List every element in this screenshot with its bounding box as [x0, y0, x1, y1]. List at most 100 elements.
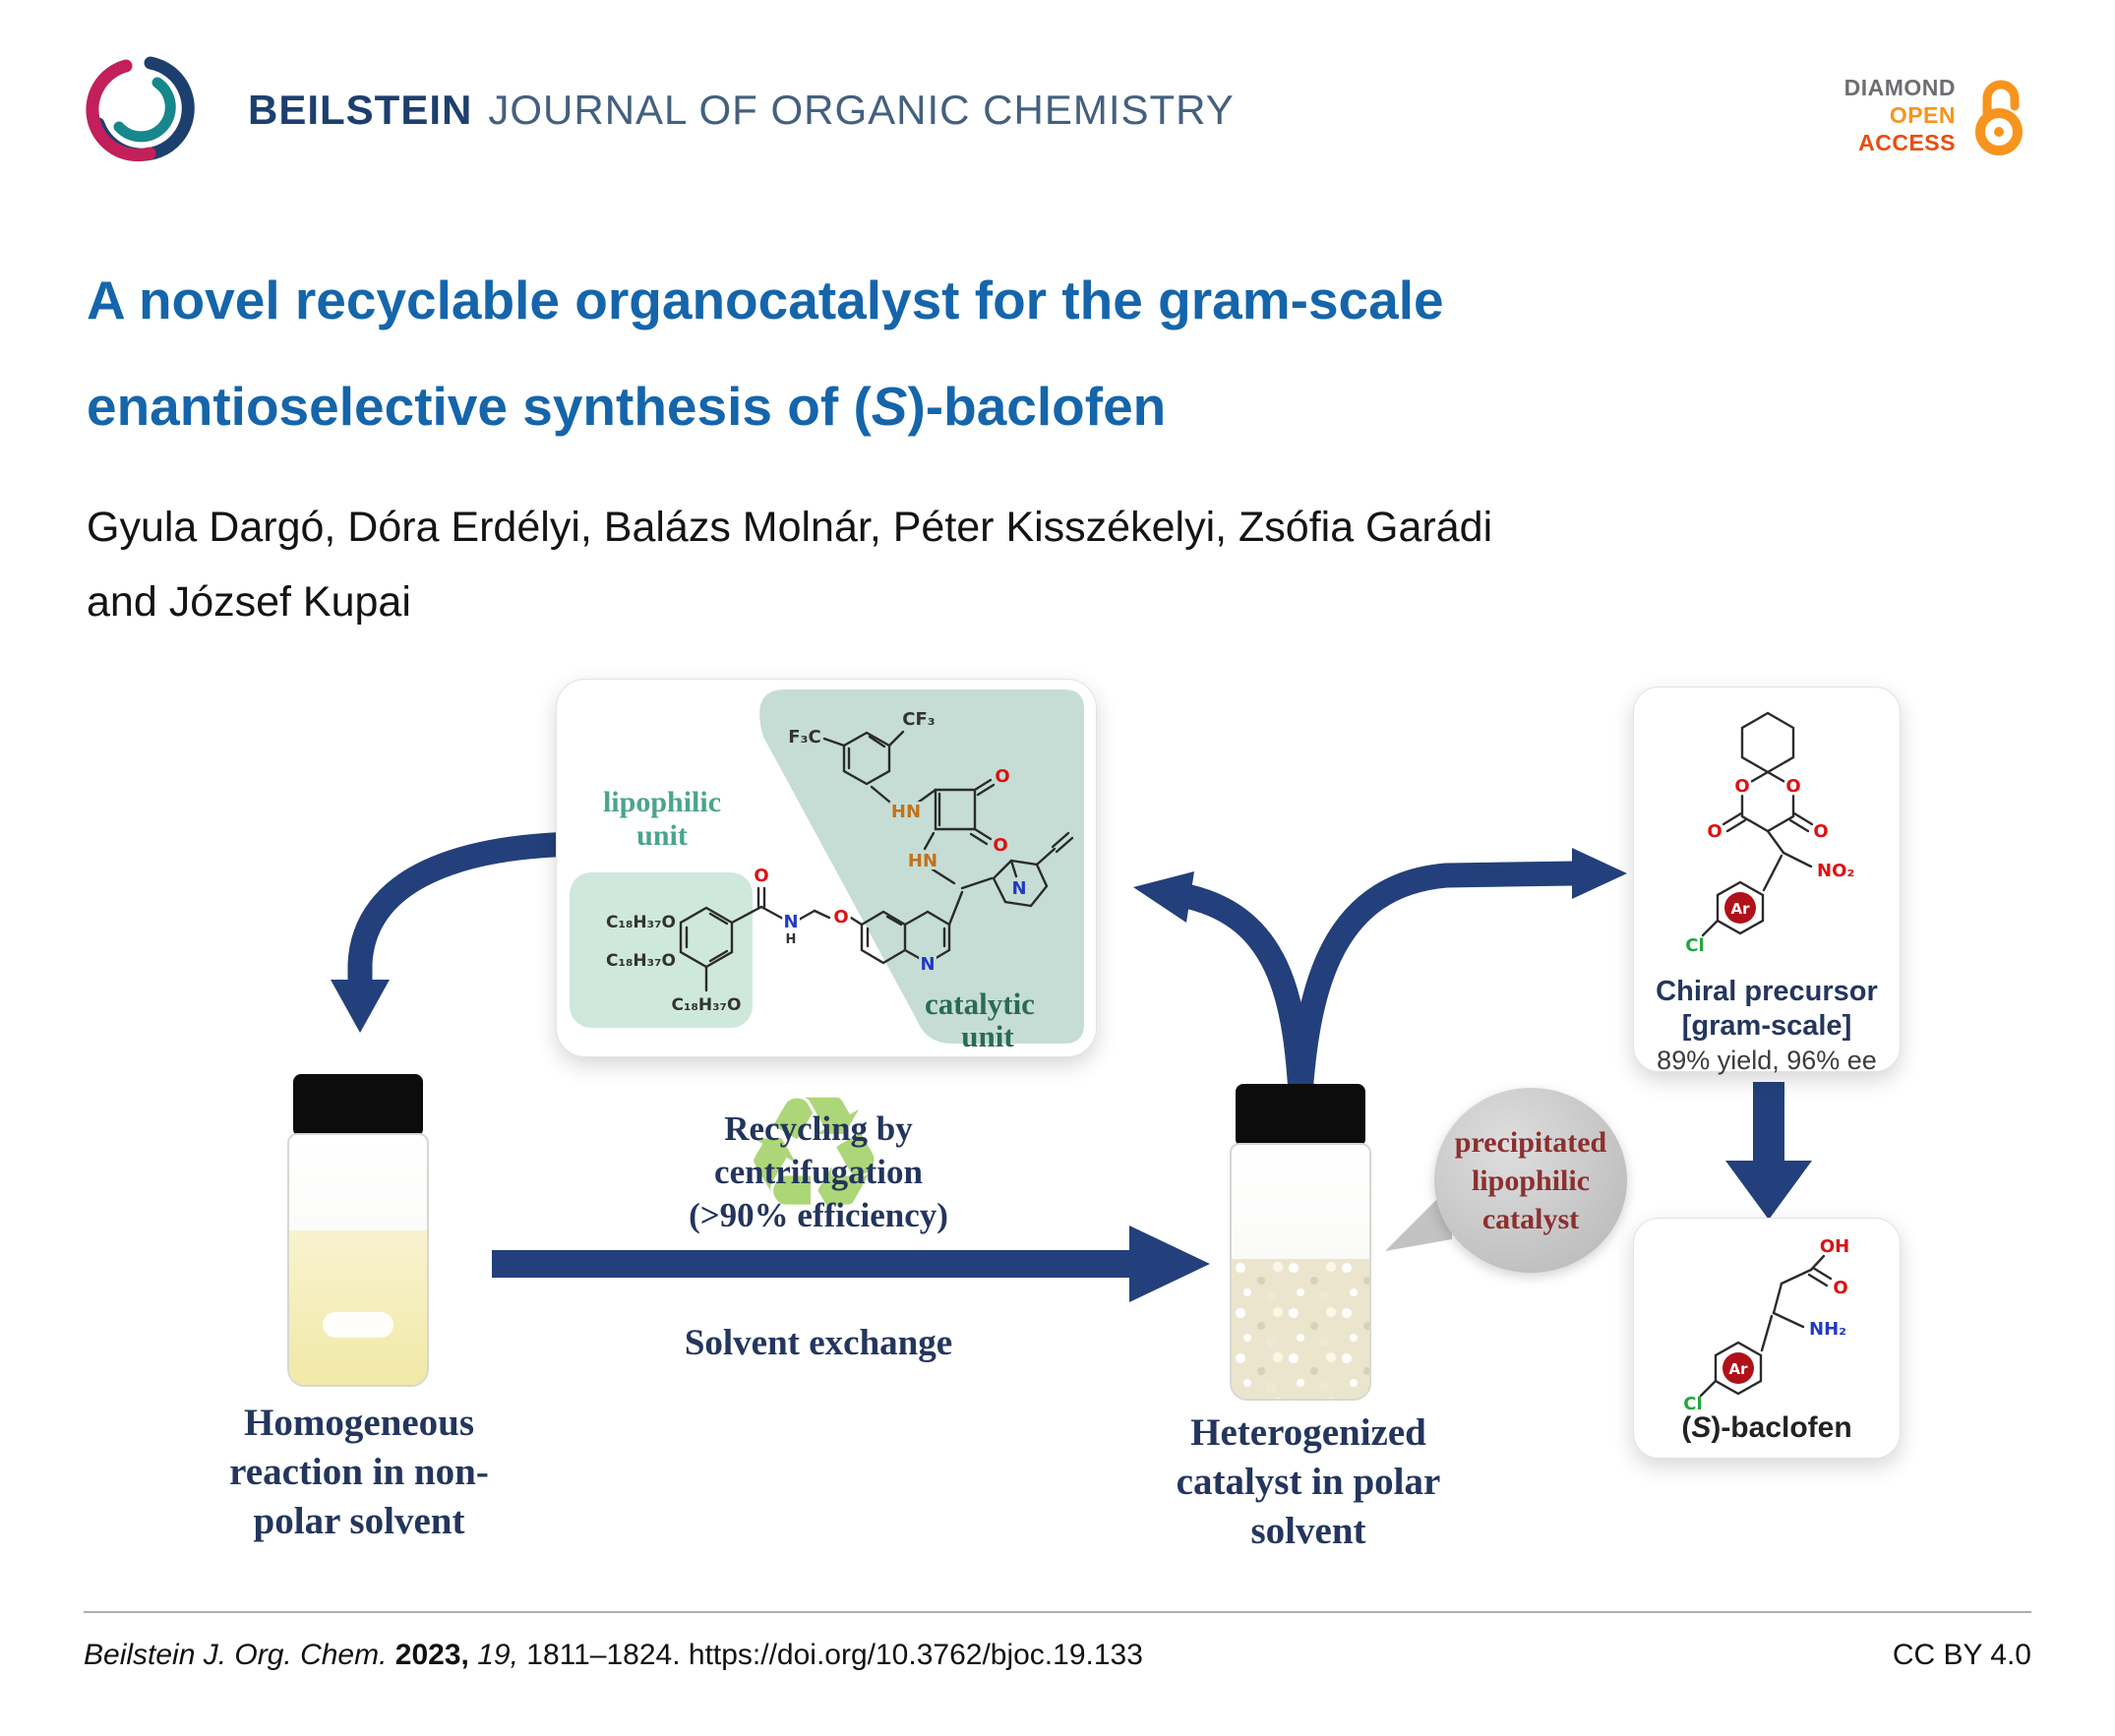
oa-open-label: OPEN	[1889, 102, 1956, 128]
squaramide-o-top-label: O	[995, 766, 1009, 787]
no2-label: NO₂	[1817, 861, 1854, 881]
padlock-keyhole	[1994, 127, 2004, 137]
arrow-to-baclofen	[1725, 1082, 1812, 1220]
atom-labels: CF₃ F₃C O N H O O O HN HN N N C₁₈H₃₇O C₁…	[606, 706, 1029, 1015]
logo-arc-crimson	[86, 59, 156, 162]
catalyst-structure-box: CF₃ F₃C O N H O O O HN HN N N C₁₈H₃₇O C₁…	[556, 679, 1097, 1057]
solvent-exchange-label: Solvent exchange	[684, 1323, 953, 1363]
branch-arrow-left	[1178, 884, 1313, 1107]
right-vial-precipitate	[1232, 1259, 1369, 1399]
precipitate-callout: precipitated lipophilic catalyst	[1385, 1088, 1627, 1273]
left-vial-caption: Homogeneous reaction in non- polar solve…	[138, 1399, 580, 1546]
baclofen-caption: (S)-baclofen	[1634, 1411, 1900, 1445]
acid-o-label: O	[1833, 1278, 1847, 1298]
footer: Beilstein J. Org. Chem. 2023, 19, 1811–1…	[84, 1639, 2031, 1672]
dioxane-o-left-label: O	[1734, 776, 1749, 797]
open-access-icon	[1975, 80, 2023, 155]
citation-volume: 19,	[477, 1639, 518, 1671]
chiral-ar-label: Ar	[1730, 900, 1750, 918]
citation-pages: 1811–1824.	[526, 1639, 681, 1671]
oa-diamond-label: DIAMOND	[1843, 75, 1956, 100]
right-vial-caption-line-2: catalyst in polar	[1176, 1461, 1441, 1503]
citation-year: 2023,	[394, 1639, 469, 1671]
logo-arc-teal	[113, 77, 176, 143]
dioxane-o-right-label: O	[1785, 776, 1800, 797]
chiral-caption-line-1: Chiral precursor	[1656, 976, 1878, 1007]
left-vial-liquid	[289, 1229, 427, 1385]
open-access-badge: DIAMOND OPEN ACCESS	[1844, 73, 2032, 157]
lipophilic-unit-label-1: lipophilic	[603, 786, 721, 818]
title-italic-s: S	[871, 376, 908, 437]
journal-name-bold: BEILSTEIN	[248, 87, 473, 133]
f3c-label: F₃C	[788, 727, 820, 748]
recycling-icon: ♻	[740, 1060, 888, 1253]
title-line-2-pre: enantioselective synthesis of (	[87, 376, 872, 437]
chiral-ar-ring-badge	[1724, 892, 1756, 924]
left-vial-body	[287, 1133, 429, 1387]
open-access-text: DIAMOND OPEN ACCESS	[1844, 74, 1956, 156]
recycling-line-3: (>90% efficiency)	[689, 1196, 948, 1234]
baclofen-box: OH O NH₂ Cl Ar (S)-baclofen	[1633, 1218, 1901, 1459]
branch-arrow-right	[1288, 861, 1587, 1107]
left-vial-highlight	[323, 1312, 393, 1338]
title-line-1: A novel recyclable organocatalyst for th…	[87, 269, 1444, 330]
right-vial-caption-line-3: solvent	[1250, 1510, 1366, 1552]
carbonyl-o-right-label: O	[1813, 821, 1828, 842]
amide-o-label: O	[754, 866, 768, 886]
authors-line-2: and József Kupai	[87, 578, 411, 626]
recycling-caption: Recycling by centrifugation (>90% effici…	[610, 1107, 1027, 1237]
callout-line-1: precipitated	[1454, 1125, 1607, 1159]
doi-link[interactable]: https://doi.org/10.3762/bjoc.19.133	[688, 1639, 1143, 1671]
cf3-label: CF₃	[902, 709, 935, 730]
branch-arrow-left-head	[1133, 871, 1194, 923]
padlock-shackle	[1982, 80, 2020, 123]
footer-divider	[84, 1611, 2031, 1613]
right-vial-caption: Heterogenized catalyst in polar solvent	[1082, 1408, 1535, 1556]
beilstein-logo	[86, 56, 195, 162]
title-line-2: enantioselective synthesis of (S)-baclof…	[87, 378, 1444, 435]
callout-tail	[1385, 1184, 1452, 1251]
quinoline-n-label: N	[920, 954, 935, 975]
right-vial-body	[1230, 1143, 1371, 1401]
chiral-cl-label: Cl	[1685, 935, 1704, 956]
baclofen-atom-labels: OH O NH₂ Cl	[1683, 1236, 1849, 1414]
squaramide-hn-lower-label: HN	[908, 851, 937, 871]
bond-lines	[679, 730, 1074, 992]
left-vial-caption-line-1: Homogeneous	[244, 1402, 474, 1444]
quinuclidine-n-label: N	[1011, 878, 1026, 899]
baclofen-ar-label: Ar	[1728, 1360, 1748, 1378]
branch-arrow-right-head	[1572, 848, 1627, 899]
chiral-atom-labels: O O O O NO₂ Cl	[1685, 773, 1854, 956]
baclofen-caption-pre: (	[1681, 1411, 1692, 1444]
lipophilic-unit-label-2: unit	[636, 819, 688, 852]
chiral-precursor-structure: O O O O NO₂ Cl Ar	[1685, 711, 1854, 956]
citation-journal: Beilstein J. Org. Chem.	[84, 1639, 388, 1671]
title-line-2-post: )-baclofen	[907, 376, 1167, 437]
recycling-line-1: Recycling by	[724, 1109, 913, 1148]
c18-chain-label-3: C₁₈H₃₇O	[672, 995, 742, 1015]
squaramide-hn-upper-label: HN	[891, 802, 921, 822]
nh2-label: NH₂	[1809, 1319, 1846, 1340]
authors: Gyula Dargó, Dóra Erdélyi, Balázs Molnár…	[87, 490, 1492, 639]
citation: Beilstein J. Org. Chem. 2023, 19, 1811–1…	[84, 1639, 1143, 1672]
baclofen-ar-ring-badge	[1722, 1352, 1754, 1384]
chiral-precursor-caption: Chiral precursor [gram-scale] 89% yield,…	[1634, 975, 1900, 1078]
oa-access-label: ACCESS	[1858, 130, 1956, 155]
padlock-body	[1975, 108, 2023, 155]
license-label[interactable]: CC BY 4.0	[1892, 1639, 2031, 1671]
left-vial-cap	[293, 1074, 423, 1137]
arrow-to-left-vial-head	[331, 980, 390, 1033]
catalytic-unit-label-2: unit	[961, 1019, 1014, 1053]
page-title: A novel recyclable organocatalyst for th…	[87, 271, 1444, 484]
oh-label: OH	[1820, 1236, 1849, 1257]
catalytic-highlight	[759, 689, 1084, 1044]
chiral-caption-line-2: [gram-scale]	[1681, 1010, 1852, 1042]
callout-line-2: lipophilic	[1471, 1164, 1591, 1197]
baclofen-cl-label: Cl	[1683, 1394, 1702, 1413]
c18-chain-label-1: C₁₈H₃₇O	[606, 913, 676, 932]
callout-bubble: precipitated lipophilic catalyst	[1434, 1088, 1627, 1273]
baclofen-caption-italic-s: S	[1691, 1411, 1712, 1444]
amide-n-label: N	[783, 912, 798, 932]
